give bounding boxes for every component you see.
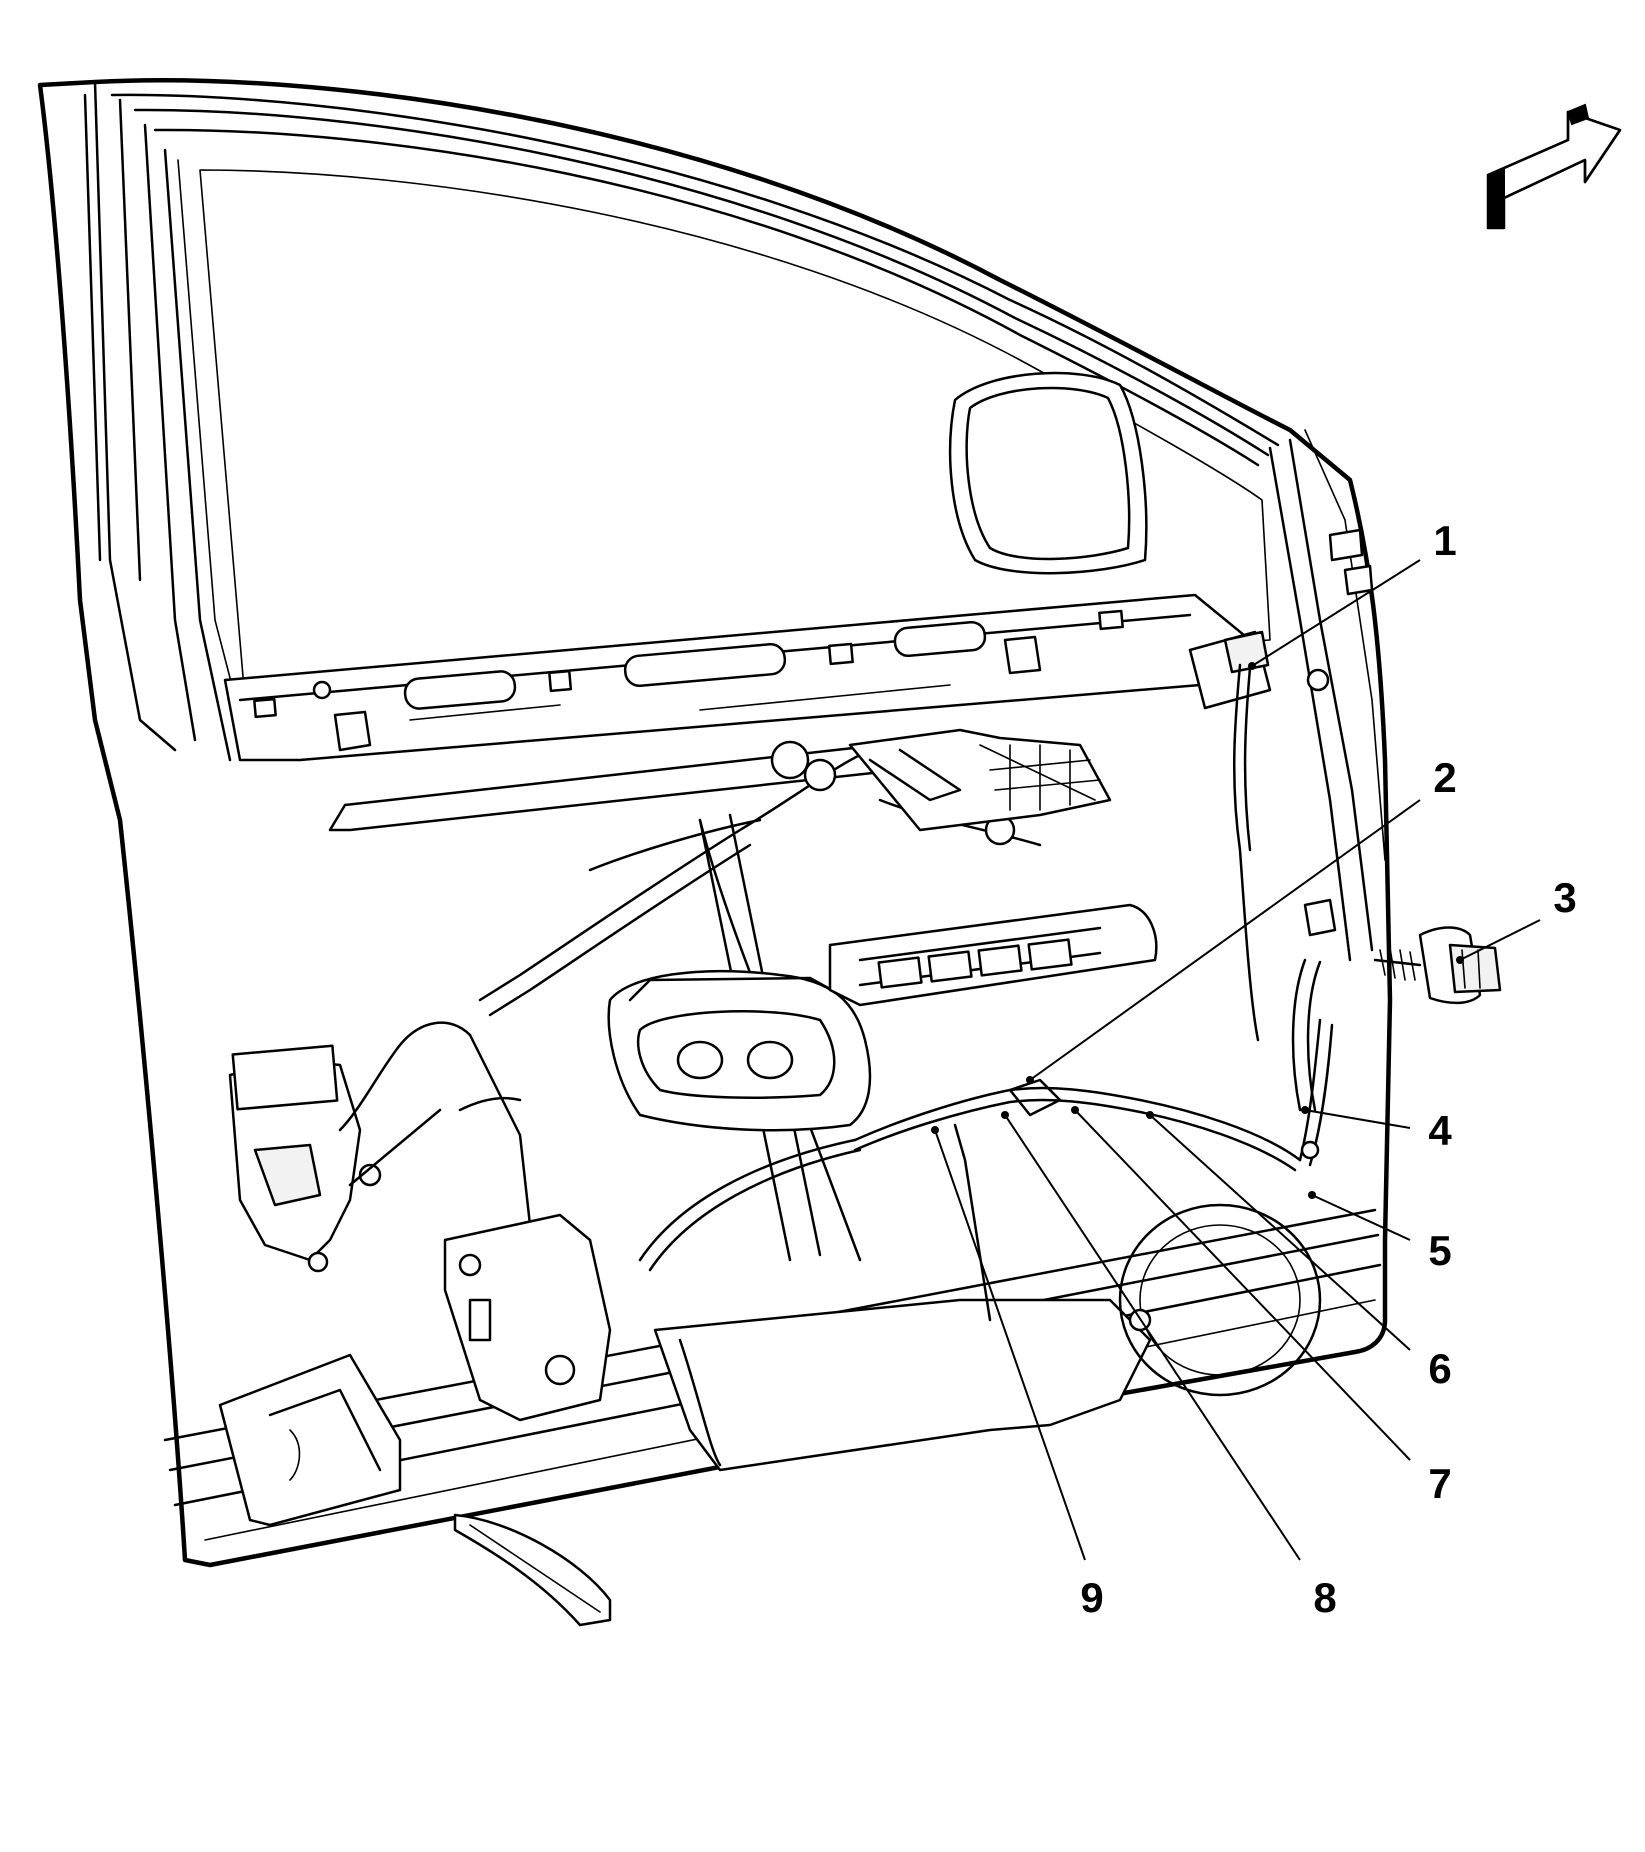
window-switch-panel (828, 903, 1158, 1007)
callout-leaders (931, 559, 1541, 1561)
callout-3-label: 3 (1553, 874, 1576, 921)
hinge-bracket (218, 1353, 402, 1527)
inside-handle-bezel (607, 969, 872, 1132)
courtesy-lamp (453, 1513, 612, 1627)
connector-bracket-1 (1188, 528, 1374, 1042)
actuator-cover (443, 1213, 612, 1422)
connector-3 (1373, 926, 1502, 1005)
pull-handle-grille (848, 728, 1112, 832)
callout-8-label: 8 (1313, 1574, 1336, 1621)
speaker-housing (653, 1203, 1322, 1472)
callout-2-label: 2 (1433, 754, 1456, 801)
callout-5-label: 5 (1428, 1227, 1451, 1274)
callout-6-label: 6 (1428, 1345, 1451, 1392)
callout-labels: 1 2 3 4 5 6 7 8 9 (1080, 517, 1576, 1621)
callout-4-label: 4 (1428, 1107, 1452, 1154)
callout-9-label: 9 (1080, 1574, 1103, 1621)
callout-1-label: 1 (1433, 517, 1456, 564)
wire-harness (638, 898, 1337, 1322)
callout-7-label: 7 (1428, 1460, 1451, 1507)
forward-arrow-icon (1486, 103, 1622, 230)
mirror-opening (948, 371, 1148, 575)
lock-rods (348, 1033, 532, 1227)
door-latch (228, 1021, 472, 1273)
